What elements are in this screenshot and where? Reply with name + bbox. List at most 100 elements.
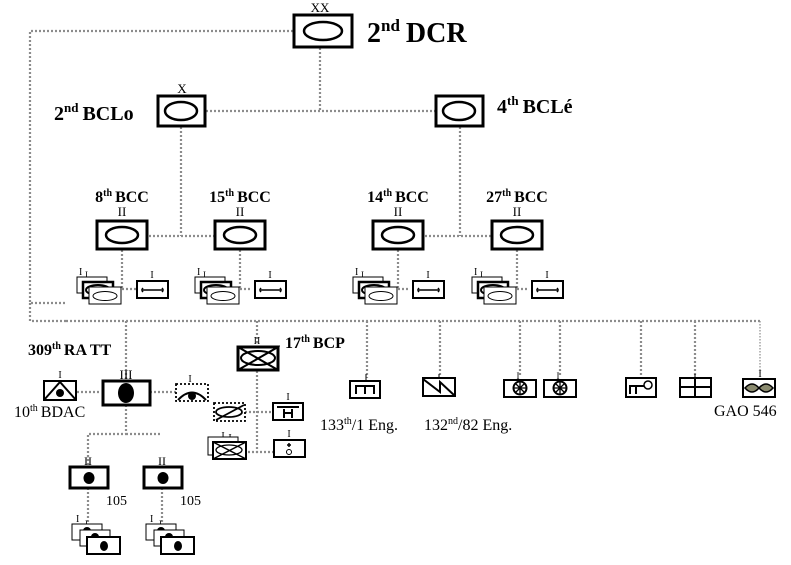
- echelon-i: I: [545, 270, 548, 281]
- company-frame-front: [88, 286, 122, 305]
- wrench-icon: [141, 287, 164, 293]
- connector-division-outer: [28, 29, 293, 305]
- artillery-batteries[interactable]: II: [145, 514, 195, 555]
- armor-icon: [302, 20, 344, 42]
- battalion-frame: [371, 219, 425, 251]
- maintenance-unit[interactable]: [625, 377, 657, 398]
- armor-oval-icon: [215, 406, 243, 418]
- maintenance-section[interactable]: I: [136, 270, 169, 299]
- connectors: [28, 29, 761, 523]
- echelon-ii: II: [158, 454, 166, 468]
- cavalry-slash-icon: [215, 404, 245, 421]
- connector-bcc27-sub: [507, 250, 528, 291]
- echelon-i: I: [355, 267, 358, 278]
- echelon-i: I: [58, 370, 61, 381]
- wheel-spokes-icon: [554, 382, 566, 394]
- engineer-133[interactable]: 133th/1 Eng.: [320, 374, 398, 434]
- connector-bus-left: [28, 303, 66, 323]
- medical-unit[interactable]: I: [503, 371, 537, 398]
- echelon-i: I: [197, 267, 200, 278]
- maintenance-section[interactable]: I: [412, 270, 445, 299]
- artillery-dot-icon: [56, 389, 64, 397]
- echelon-ii: II: [513, 204, 522, 219]
- wrench-icon: [536, 287, 559, 293]
- infantry-companies[interactable]: I I: [207, 431, 247, 460]
- armor-icon: [499, 225, 535, 245]
- echelon-i: I: [426, 270, 429, 281]
- aviation-observation-gao546[interactable]: I GAO 546: [714, 369, 777, 420]
- armor-oval-icon: [215, 444, 243, 456]
- mortar-company[interactable]: I: [273, 429, 306, 458]
- anti-tank-frame: [272, 402, 304, 421]
- armor-icon: [487, 291, 513, 301]
- company-frame-front: [483, 286, 517, 305]
- echelon-i: I: [150, 270, 153, 281]
- artillery-dot-icon: [174, 541, 182, 551]
- echelon-i: I: [79, 267, 82, 278]
- signals-lightning-icon: [422, 378, 456, 397]
- armor-icon: [441, 100, 477, 122]
- armor-icon: [92, 291, 118, 301]
- echelon-i: I: [150, 514, 153, 525]
- signals-132[interactable]: 132nd/82 Eng.: [422, 374, 512, 434]
- echelon-xx: XX: [311, 0, 330, 15]
- echelon-i: I: [474, 267, 477, 278]
- echelon-i: I: [287, 429, 290, 440]
- maintenance-section[interactable]: I: [254, 270, 287, 299]
- supply-grid-icon: [680, 378, 711, 397]
- supply-unit[interactable]: [679, 374, 712, 398]
- connector-309-groups: [86, 405, 162, 465]
- anti-tank-company[interactable]: I: [272, 392, 304, 421]
- echelon-ii: II: [254, 336, 261, 347]
- maintenance-section[interactable]: I: [531, 270, 564, 299]
- wheel-spokes-icon: [514, 382, 526, 394]
- mortar-base-icon: [286, 449, 292, 455]
- engineer-icon: [355, 385, 375, 394]
- wrench-icon: [417, 287, 440, 293]
- echelon-iii: III: [120, 367, 133, 382]
- observation-battery[interactable]: I: [175, 374, 209, 402]
- division-frame: [292, 13, 354, 49]
- armor-icon: [222, 225, 258, 245]
- echelon-i: I: [85, 270, 88, 280]
- artillery-batteries[interactable]: II: [71, 514, 121, 555]
- artillery-icon: [83, 472, 95, 484]
- recon-unit[interactable]: [213, 402, 246, 422]
- signals-label: 132nd/82 Eng.: [424, 416, 512, 434]
- echelon-ii: II: [394, 204, 403, 219]
- medical-unit[interactable]: I: [543, 371, 577, 398]
- aviation-wings-icon: [744, 383, 774, 393]
- battalion-frame: [95, 219, 149, 251]
- echelon-i: I: [557, 371, 560, 381]
- echelon-ii: II: [236, 204, 245, 219]
- echelon-i: I: [76, 514, 79, 525]
